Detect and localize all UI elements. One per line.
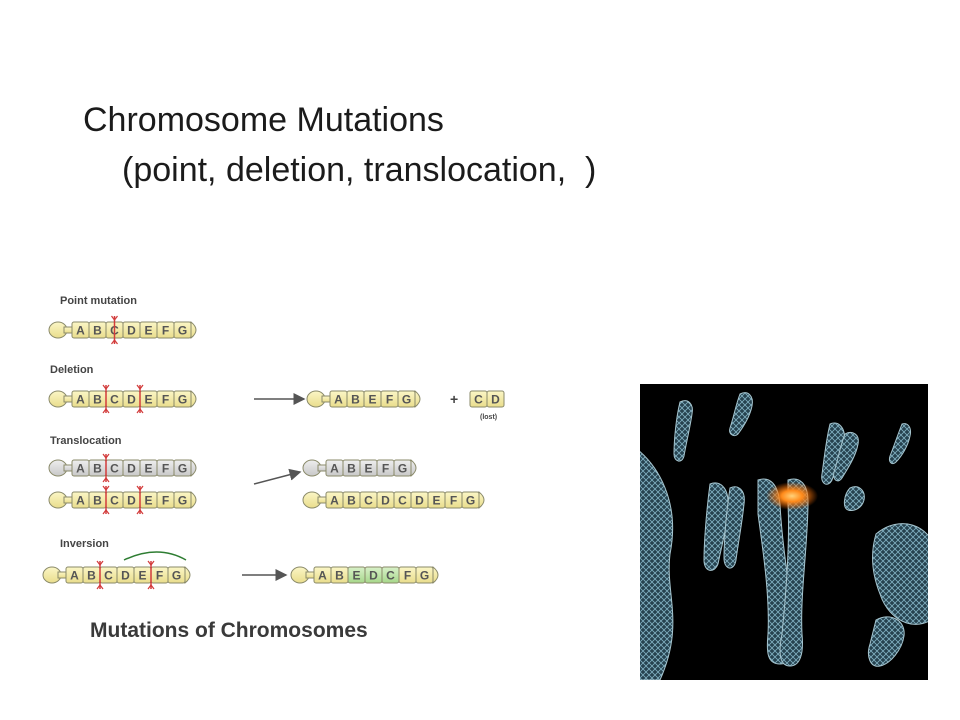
segment-letter: G bbox=[466, 494, 475, 508]
segment-letter: D bbox=[121, 569, 130, 583]
segment-letter: E bbox=[364, 462, 372, 476]
segment-letter: B bbox=[335, 569, 344, 583]
slide-title: Chromosome Mutations bbox=[83, 101, 444, 139]
segment-letter: G bbox=[178, 324, 187, 338]
segment-letter: D bbox=[415, 494, 424, 508]
segment-letter: G bbox=[398, 462, 407, 476]
segment-letter: F bbox=[382, 462, 389, 476]
segment-letter: E bbox=[144, 324, 152, 338]
segment-letter: A bbox=[318, 569, 327, 583]
segment-letter: F bbox=[450, 494, 457, 508]
chromosome-rows: ABCDEFGABCDEFGABEFGCDABCDEFGABCDEFGABEFG… bbox=[42, 315, 505, 590]
segment-letter: B bbox=[93, 462, 102, 476]
segment-letter: F bbox=[162, 393, 169, 407]
point-mutation-label: Point mutation bbox=[60, 295, 137, 307]
segment-letter: D bbox=[127, 393, 136, 407]
segment-letter: C bbox=[474, 393, 483, 407]
segment-letter: A bbox=[76, 462, 85, 476]
segment-letter: E bbox=[138, 569, 146, 583]
segment-letter: G bbox=[402, 393, 411, 407]
segment-letter: D bbox=[127, 494, 136, 508]
segment-letter: A bbox=[76, 393, 85, 407]
segment-letter: B bbox=[347, 462, 356, 476]
segment-letter: F bbox=[404, 569, 411, 583]
segment-letter: E bbox=[352, 569, 360, 583]
segment-letter: A bbox=[70, 569, 79, 583]
segment-letter: A bbox=[76, 324, 85, 338]
segment-letter: G bbox=[178, 393, 187, 407]
segment-letter: C bbox=[110, 494, 119, 508]
segment-letter: G bbox=[420, 569, 429, 583]
deletion-label: Deletion bbox=[50, 364, 94, 376]
segment-letter: E bbox=[144, 462, 152, 476]
segment-letter: C bbox=[104, 569, 113, 583]
segment-letter: F bbox=[162, 324, 169, 338]
segment-letter: E bbox=[368, 393, 376, 407]
segment-letter: D bbox=[369, 569, 378, 583]
lost-fragment-label: (lost) bbox=[480, 414, 497, 421]
slide-subtitle: (point, deletion, translocation, ) bbox=[122, 151, 597, 189]
segment-letter: B bbox=[93, 494, 102, 508]
segment-letter: A bbox=[334, 393, 343, 407]
segment-letter: F bbox=[162, 494, 169, 508]
segment-letter: B bbox=[347, 494, 356, 508]
segment-letter: D bbox=[127, 324, 136, 338]
segment-letter: A bbox=[330, 462, 339, 476]
chromosome-mutations-diagram: Point mutation Deletion Translocation In… bbox=[42, 295, 505, 642]
inversion-label: Inversion bbox=[60, 538, 109, 550]
segment-letter: C bbox=[386, 569, 395, 583]
segment-letter: G bbox=[178, 462, 187, 476]
segment-letter: G bbox=[178, 494, 187, 508]
chromosome-segment bbox=[486, 390, 505, 408]
segment-letter: D bbox=[491, 393, 500, 407]
segment-letter: A bbox=[330, 494, 339, 508]
segment-letter: F bbox=[156, 569, 163, 583]
segment-letter: B bbox=[351, 393, 360, 407]
segment-letter: C bbox=[110, 462, 119, 476]
segment-letter: B bbox=[93, 324, 102, 338]
segment-letter: D bbox=[127, 462, 136, 476]
diagram-caption: Mutations of Chromosomes bbox=[90, 619, 368, 642]
plus-sign: + bbox=[450, 391, 458, 407]
segment-letter: G bbox=[172, 569, 181, 583]
segment-letter: C bbox=[398, 494, 407, 508]
segment-letter: B bbox=[87, 569, 96, 583]
segment-letter: C bbox=[364, 494, 373, 508]
chromosome-micrograph bbox=[640, 384, 928, 680]
segment-letter: E bbox=[144, 494, 152, 508]
translocation-label: Translocation bbox=[50, 435, 122, 447]
segment-letter: E bbox=[144, 393, 152, 407]
segment-letter: E bbox=[432, 494, 440, 508]
segment-letter: A bbox=[76, 494, 85, 508]
inversion-arc bbox=[123, 551, 187, 561]
segment-letter: D bbox=[381, 494, 390, 508]
segment-letter: F bbox=[386, 393, 393, 407]
segment-letter: F bbox=[162, 462, 169, 476]
segment-letter: B bbox=[93, 393, 102, 407]
glowing-mutation-spot bbox=[766, 482, 818, 510]
translocation-arrow bbox=[253, 468, 302, 485]
segment-letter: C bbox=[110, 393, 119, 407]
